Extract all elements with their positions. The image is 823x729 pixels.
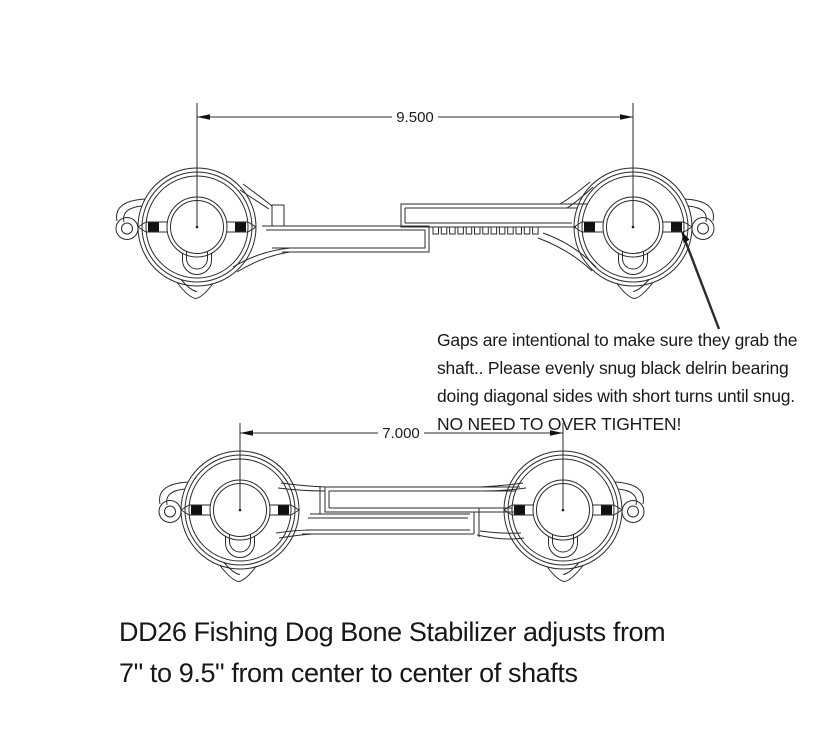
leader-arrow — [681, 230, 721, 330]
top-view-drawing: 9.500 — [115, 103, 721, 330]
assembly-note-line: Gaps are intentional to make sure they g… — [437, 330, 798, 350]
assembly-note-line: doing diagonal sides with short turns un… — [437, 386, 795, 406]
dimension-arrow-right — [620, 114, 633, 120]
caption-line-2: 7" to 9.5" from center to center of shaf… — [119, 658, 578, 688]
leader-arrowhead — [681, 230, 690, 244]
caption: DD26 Fishing Dog Bone Stabilizer adjusts… — [119, 612, 666, 694]
caption-line-1: DD26 Fishing Dog Bone Stabilizer adjusts… — [119, 617, 666, 647]
ratchet-teeth — [432, 227, 539, 235]
dimension-arrow-left — [240, 430, 253, 436]
dimension-label-7000: 7.000 — [382, 425, 420, 442]
lower-bar — [262, 225, 430, 253]
assembly-note-line: NO NEED TO OVER TIGHTEN! — [437, 414, 682, 434]
assembly-note-line: shaft.. Please evenly snug black delrin … — [437, 358, 789, 378]
lower-bar — [302, 508, 480, 537]
assembly-note: Gaps are intentional to make sure they g… — [437, 326, 797, 438]
upper-bar — [324, 486, 520, 513]
upper-bar — [400, 203, 588, 228]
dimension-9500: 9.500 — [196, 103, 634, 227]
dimension-arrow-left — [197, 114, 210, 120]
dimension-label-9500: 9.500 — [396, 109, 434, 126]
bottom-view-drawing: 7.000 — [158, 423, 645, 582]
dimension-arrow-right — [550, 430, 563, 436]
track-stop-tab — [271, 204, 285, 227]
dimension-7000: 7.000 — [239, 423, 564, 510]
